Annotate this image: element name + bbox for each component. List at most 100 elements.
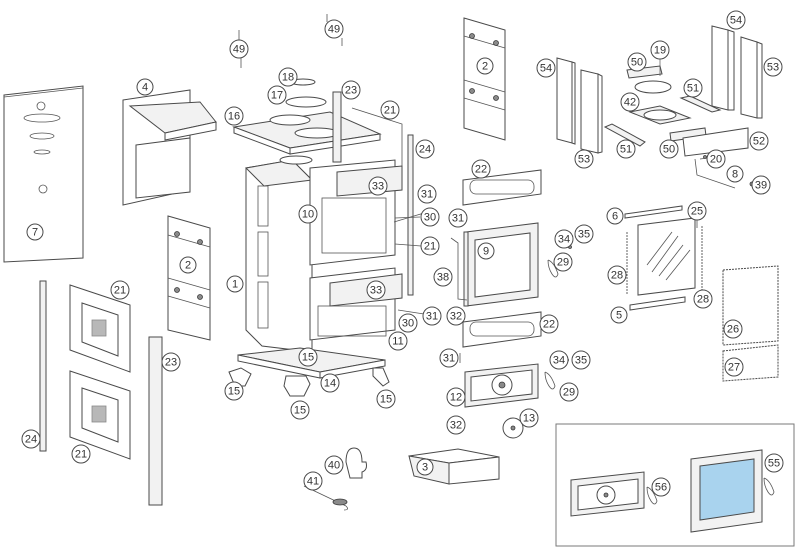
callout-foot: 15 <box>298 347 318 367</box>
callout-circle <box>659 139 679 159</box>
callout-circle <box>446 387 466 407</box>
callout-ash-door: 12 <box>446 387 466 407</box>
callout-circle <box>416 458 434 476</box>
callout-label: 51 <box>620 144 632 156</box>
callout-fire-door: 9 <box>477 242 495 260</box>
callout-handle: 29 <box>559 382 579 402</box>
callout-label: 12 <box>450 392 462 404</box>
callout-label: 33 <box>372 181 384 193</box>
callout-circle <box>620 92 640 112</box>
callout-label: 23 <box>165 357 177 369</box>
callout-top-plate: 16 <box>224 106 244 126</box>
callout-gasket-frame: 27 <box>724 357 744 377</box>
callout-label: 22 <box>475 164 487 176</box>
callout-circle <box>388 331 408 351</box>
callout-label: 21 <box>384 105 396 117</box>
callout-firebrick: 53 <box>763 57 783 77</box>
callout-base-frame: 14 <box>320 373 340 393</box>
callout-circle <box>71 444 91 464</box>
callout-label: 35 <box>575 355 587 367</box>
callout-circle <box>224 106 244 126</box>
callout-circle <box>477 242 495 260</box>
callout-circle <box>683 78 703 98</box>
callout-side-panel: 21 <box>380 100 400 120</box>
callout-circle <box>290 400 310 420</box>
callout-label: 30 <box>402 318 414 330</box>
callout-circle <box>574 224 594 244</box>
callout-label: 50 <box>663 144 675 156</box>
callout-knob: 39 <box>751 175 771 195</box>
callout-circle <box>324 19 344 39</box>
callout-air-regulator: 13 <box>519 408 539 428</box>
callout-label: 38 <box>437 272 449 284</box>
callout-tool: 41 <box>303 471 323 491</box>
callout-washer: 34 <box>549 350 569 370</box>
callout-circle <box>179 256 197 274</box>
callout-plate: 33 <box>368 176 388 196</box>
callout-pin: 31 <box>422 306 442 326</box>
callout-circle <box>320 373 340 393</box>
callout-circle <box>420 236 440 256</box>
callout-brick-bar: 51 <box>683 78 703 98</box>
callout-label: 19 <box>654 45 666 57</box>
callout-brick-bar: 51 <box>616 139 636 159</box>
upper-door-frame-part <box>309 159 403 266</box>
callout-circle <box>446 306 466 326</box>
callout-circle <box>749 131 769 151</box>
callout-label: 28 <box>611 270 623 282</box>
callout-label: 34 <box>553 355 565 367</box>
callout-label: 56 <box>655 482 667 494</box>
callout-grate-plate: 42 <box>620 92 640 112</box>
callout-label: 21 <box>114 285 126 297</box>
callout-circle <box>726 165 744 183</box>
callout-circle <box>380 100 400 120</box>
side-panel-top-part <box>351 107 403 170</box>
callout-circle <box>226 275 244 293</box>
callout-glass-holder-top: 6 <box>606 207 624 225</box>
callout-label: 6 <box>612 211 618 223</box>
callout-circle <box>366 280 386 300</box>
callout-label: 31 <box>421 189 433 201</box>
callout-firebrick: 54 <box>726 10 746 30</box>
callout-bolt: 49 <box>324 19 344 39</box>
callout-circle <box>446 415 466 435</box>
callout-label: 21 <box>75 449 87 461</box>
callout-circle <box>539 314 559 334</box>
callout-plate: 33 <box>366 280 386 300</box>
callout-label: 13 <box>523 413 535 425</box>
trim-panels-part <box>462 169 542 348</box>
callout-label: 15 <box>294 405 306 417</box>
callout-gasket-strip: 28 <box>607 265 627 285</box>
callout-corner-post: 23 <box>341 80 361 100</box>
callout-circle <box>110 280 130 300</box>
callout-label: 11 <box>392 336 403 348</box>
callout-label: 24 <box>419 144 431 156</box>
glove-tool-part <box>303 447 367 511</box>
callout-circle <box>627 52 647 72</box>
callout-circle <box>606 207 624 225</box>
callout-rod: 8 <box>726 165 744 183</box>
callout-circle <box>267 85 287 105</box>
callout-circle <box>229 39 249 59</box>
callout-hinge: 30 <box>420 207 440 227</box>
lower-door-frame-part <box>309 267 403 341</box>
callout-circle <box>278 67 298 87</box>
callout-circle <box>324 455 344 475</box>
callout-label: 31 <box>452 213 464 225</box>
callout-circle <box>571 350 591 370</box>
callout-circle <box>559 382 579 402</box>
callout-label: 32 <box>450 420 462 432</box>
callout-circle <box>224 381 244 401</box>
callout-label: 9 <box>483 246 489 258</box>
callout-label: 18 <box>282 72 294 84</box>
callout-rear-cover: 7 <box>26 223 44 241</box>
ceramic-tiles-part <box>69 284 131 460</box>
callout-circle <box>553 252 573 272</box>
callout-label: 22 <box>543 319 555 331</box>
callout-ash-door-assembly: 56 <box>651 477 671 497</box>
callout-circle <box>607 265 627 285</box>
callout-label: 52 <box>753 136 765 148</box>
callout-glove: 40 <box>324 455 344 475</box>
callout-screw: 35 <box>571 350 591 370</box>
callout-label: 49 <box>233 44 245 56</box>
